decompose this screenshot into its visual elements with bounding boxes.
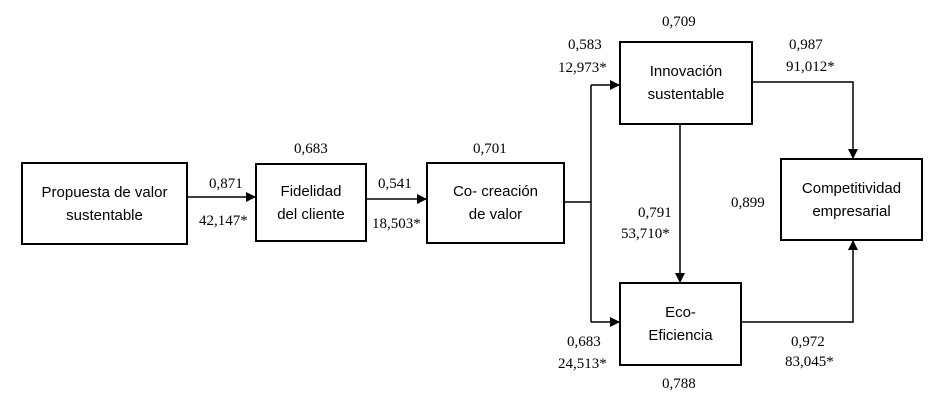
r2-ecoeficiencia: 0,788	[662, 376, 696, 392]
node-innovacion-sustentable: Innovación sustentable	[619, 41, 753, 125]
r2-cocreacion: 0,701	[473, 141, 507, 157]
node-cocreacion-valor-label: Co- creación de valor	[452, 183, 539, 223]
node-ecoeficiencia: Eco- Eficiencia	[619, 282, 742, 366]
node-competitividad-empresarial: Competitividad empresarial	[780, 158, 923, 241]
coef-innovacion-competitividad: 0,987	[789, 37, 823, 53]
node-propuesta-de-valor-label: Propuesta de valor sustentable	[41, 183, 168, 224]
t-propuesta-fidelidad: 42,147*	[199, 213, 248, 229]
node-cocreacion-valor: Co- creación de valor	[426, 162, 565, 244]
coef-cocreacion-ecoeficiencia: 0,683	[567, 334, 601, 350]
coef-ecoeficiencia-competitividad: 0,972	[791, 334, 825, 350]
node-ecoeficiencia-label: Eco- Eficiencia	[648, 304, 713, 344]
t-cocreacion-innovacion: 12,973*	[558, 60, 607, 76]
t-innovacion-ecoeficiencia: 53,710*	[621, 226, 670, 242]
node-fidelidad-cliente: Fidelidad del cliente	[255, 163, 367, 242]
t-innovacion-competitividad: 91,012*	[786, 59, 835, 75]
coef-propuesta-fidelidad: 0,871	[209, 176, 243, 192]
node-fidelidad-cliente-label: Fidelidad del cliente	[277, 182, 345, 223]
t-ecoeficiencia-competitividad: 83,045*	[785, 354, 834, 370]
r2-innovacion: 0,709	[662, 14, 696, 30]
coef-cocreacion-innovacion: 0,583	[568, 37, 602, 53]
arrow-ecoeficiencia-competitividad	[742, 240, 858, 323]
coef-innovacion-ecoeficiencia: 0,791	[638, 205, 672, 221]
r2-competitividad: 0,899	[731, 195, 765, 211]
t-cocreacion-ecoeficiencia: 24,513*	[558, 356, 607, 372]
node-propuesta-de-valor: Propuesta de valor sustentable	[21, 162, 188, 245]
t-fidelidad-cocreacion: 18,503*	[372, 216, 421, 232]
node-innovacion-sustentable-label: Innovación sustentable	[647, 63, 725, 103]
node-competitividad-empresarial-label: Competitividad empresarial	[801, 179, 902, 220]
arrow-innovacion-competitividad	[753, 81, 858, 159]
coef-fidelidad-cocreacion: 0,541	[378, 176, 412, 192]
r2-fidelidad: 0,683	[294, 141, 328, 157]
